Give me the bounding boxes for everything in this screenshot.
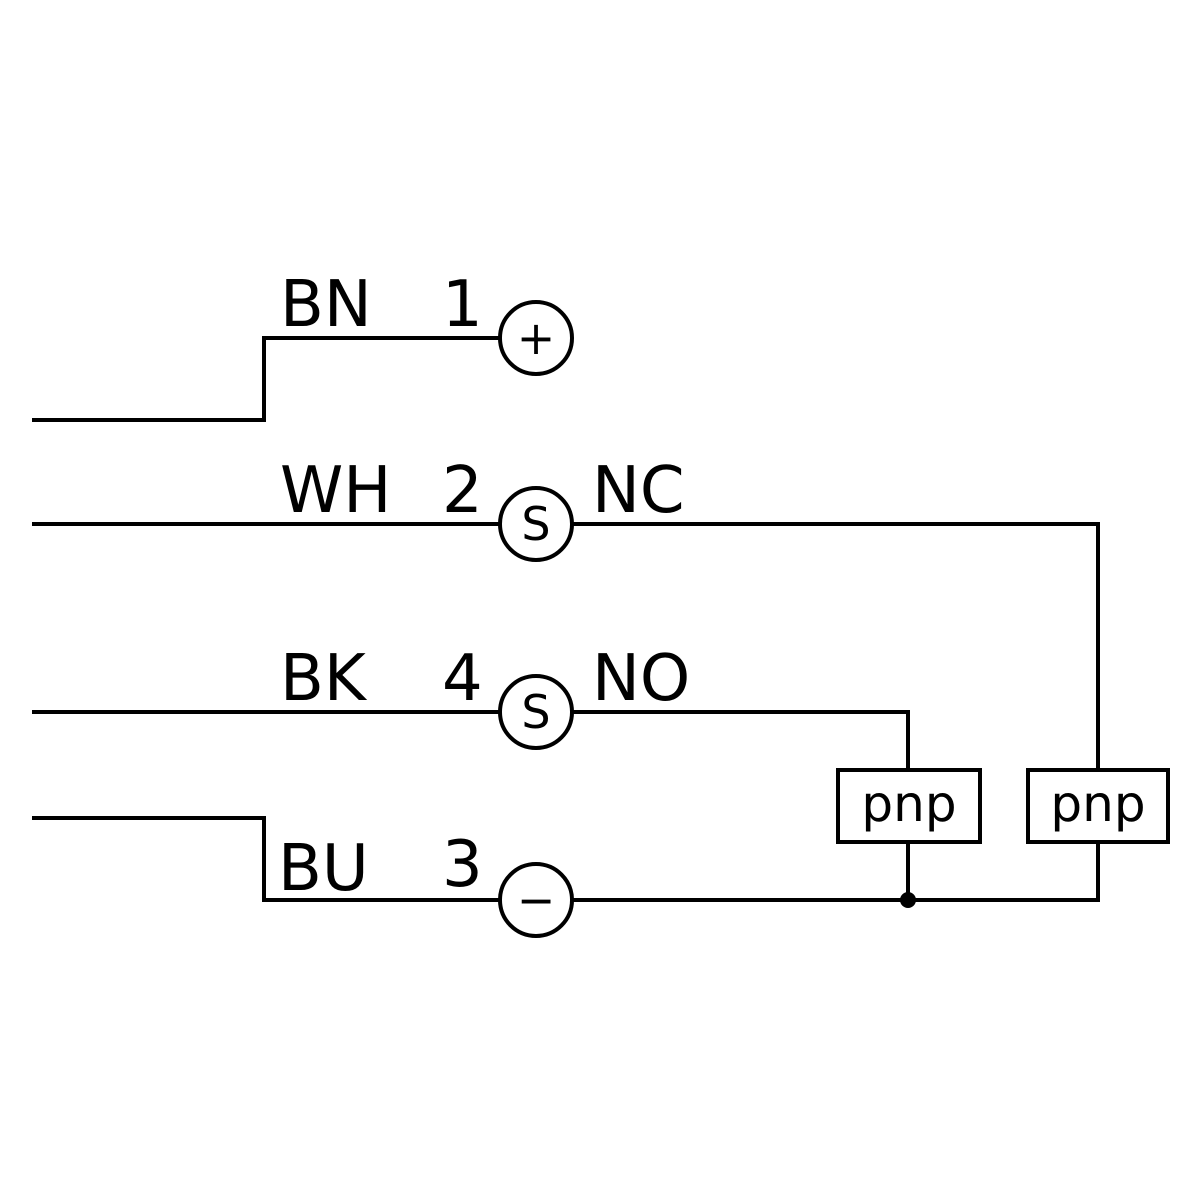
wire-bk-color-label: BK [280,642,368,716]
wire-no-output [572,710,910,770]
wire-wh-pin-label: 2 [442,454,483,528]
wire-nc-output [572,522,1100,770]
load-box-nc-label: pnp [1050,775,1145,833]
wire-bn-color-label: BN [280,268,372,342]
load-box-no-label: pnp [861,775,956,833]
switch-symbol: S [521,497,550,551]
junction-dot [900,892,916,908]
wire-wh-color-label: WH [280,454,391,528]
terminal-switch-nc: S [498,486,574,562]
no-output-label: NO [592,642,690,716]
load-box-nc: pnp [1026,768,1170,844]
terminal-switch-no: S [498,674,574,750]
wire-bu [32,816,500,902]
terminal-plus: + [498,300,574,376]
wire-bk-pin-label: 4 [442,642,483,716]
load-box-no: pnp [836,768,982,844]
wire-ground-return [572,842,1100,902]
minus-symbol: − [517,873,556,927]
wire-bu-pin-label: 3 [442,828,483,902]
nc-output-label: NC [592,454,685,528]
plus-symbol: + [517,311,556,365]
wire-bn-pin-label: 1 [442,268,483,342]
switch-symbol: S [521,685,550,739]
wire-bu-color-label: BU [278,832,369,906]
wire-bn [32,336,500,422]
terminal-minus: − [498,862,574,938]
